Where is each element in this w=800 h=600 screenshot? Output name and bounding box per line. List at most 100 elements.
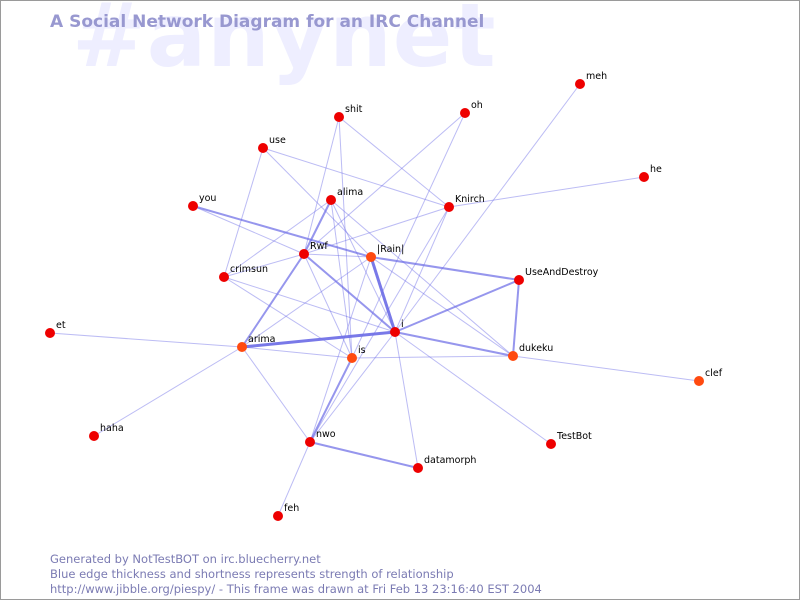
node-label-dukeku: dukeku bbox=[519, 343, 553, 354]
node-nwo: nwo bbox=[305, 429, 336, 447]
node-use: use bbox=[258, 135, 286, 153]
node-i: i bbox=[390, 319, 404, 337]
node-dot-datamorph bbox=[413, 463, 423, 473]
edge-i-dukeku bbox=[394, 331, 514, 357]
node-dot-et bbox=[45, 328, 55, 338]
edge-alima-is bbox=[330, 199, 353, 359]
node-label-TestBot: TestBot bbox=[556, 431, 592, 442]
diagram-title: A Social Network Diagram for an IRC Chan… bbox=[50, 12, 485, 32]
edge-shit-Knirch bbox=[338, 116, 450, 208]
edge-alima-i bbox=[330, 199, 396, 333]
node-label-oh: oh bbox=[471, 100, 483, 111]
node-arima: arima bbox=[237, 334, 275, 352]
node-label-he: he bbox=[650, 164, 662, 175]
edge-i-arima bbox=[241, 330, 396, 349]
edges-layer bbox=[49, 83, 700, 517]
edge-oh-Rwf bbox=[303, 112, 466, 255]
node-dot-he bbox=[639, 172, 649, 182]
edge-alima-dukeku bbox=[330, 199, 514, 357]
edge-is-nwo bbox=[309, 357, 353, 443]
node-label-is: is bbox=[358, 345, 366, 356]
edge-you-Rain bbox=[192, 205, 372, 258]
node-shit: shit bbox=[334, 104, 363, 122]
node-label-you: you bbox=[199, 193, 216, 204]
node-dot-dukeku bbox=[508, 351, 518, 361]
node-label-i: i bbox=[401, 319, 404, 330]
edge-i-nwo bbox=[309, 331, 396, 443]
node-dot-nwo bbox=[305, 437, 315, 447]
node-dot-you bbox=[188, 201, 198, 211]
node-dot-shit bbox=[334, 112, 344, 122]
edge-alima-Rwf bbox=[303, 199, 332, 255]
node-dot-TestBot bbox=[546, 439, 556, 449]
edge-et-arima bbox=[49, 332, 243, 348]
node-dot-UseAndDestroy bbox=[514, 275, 524, 285]
node-dot-i bbox=[390, 327, 400, 337]
node-label-meh: meh bbox=[586, 71, 607, 82]
footer-url-timestamp: http://www.jibble.org/piespy/ - This fra… bbox=[50, 582, 542, 596]
node-dot-use bbox=[258, 143, 268, 153]
node-meh: meh bbox=[575, 71, 607, 89]
edge-nwo-feh bbox=[277, 441, 311, 517]
edge-crimsun-is bbox=[223, 276, 353, 359]
edge-Rain-dukeku bbox=[370, 256, 514, 357]
node-dot-is bbox=[347, 353, 357, 363]
node-label-feh: feh bbox=[284, 503, 299, 514]
node-et: et bbox=[45, 320, 66, 338]
edge-arima-nwo bbox=[241, 346, 311, 443]
edge-oh-is bbox=[351, 112, 466, 359]
node-TestBot: TestBot bbox=[546, 431, 592, 449]
node-he: he bbox=[639, 164, 662, 182]
node-is: is bbox=[347, 345, 366, 363]
edge-Rwf-Rain bbox=[303, 253, 372, 258]
node-label-datamorph: datamorph bbox=[424, 455, 476, 466]
node-label-Rwf: Rwf bbox=[310, 241, 328, 252]
edge-Rain-nwo bbox=[309, 256, 372, 443]
edge-UseAndDestroy-dukeku bbox=[512, 279, 520, 357]
node-haha: haha bbox=[89, 423, 124, 441]
edge-shit-Rwf bbox=[303, 116, 340, 255]
node-dot-alima bbox=[326, 195, 336, 205]
node-Knirch: Knirch bbox=[444, 194, 485, 212]
node-dot-arima bbox=[237, 342, 247, 352]
edge-shit-is bbox=[338, 116, 353, 359]
node-feh: feh bbox=[273, 503, 299, 521]
edge-UseAndDestroy-i bbox=[394, 279, 520, 333]
node-UseAndDestroy: UseAndDestroy bbox=[514, 267, 599, 285]
edge-dukeku-clef bbox=[512, 355, 700, 382]
edge-Knirch-nwo bbox=[309, 206, 450, 443]
edge-Rain-UseAndDestroy bbox=[370, 256, 520, 281]
edge-nwo-datamorph bbox=[309, 441, 419, 469]
edge-arima-is bbox=[241, 346, 353, 359]
edge-Rwf-arima bbox=[241, 253, 305, 348]
channel-watermark: #anynet bbox=[72, 0, 497, 87]
node-Rain: |Rain| bbox=[366, 244, 404, 262]
edge-Knirch-Rwf bbox=[303, 206, 450, 255]
node-label-nwo: nwo bbox=[316, 429, 336, 440]
node-crimsun: crimsun bbox=[219, 264, 268, 282]
node-dot-meh bbox=[575, 79, 585, 89]
edge-Rwf-crimsun bbox=[223, 253, 305, 278]
edge-crimsun-i bbox=[223, 276, 396, 333]
edge-i-datamorph bbox=[394, 331, 419, 469]
node-label-Knirch: Knirch bbox=[455, 194, 485, 205]
node-dot-oh bbox=[460, 108, 470, 118]
node-dot-Rwf bbox=[299, 249, 309, 259]
node-dot-Rain bbox=[366, 252, 376, 262]
node-label-alima: alima bbox=[337, 187, 363, 198]
edge-i-TestBot bbox=[394, 331, 552, 445]
node-label-arima: arima bbox=[248, 334, 275, 345]
node-label-clef: clef bbox=[705, 368, 723, 379]
node-label-UseAndDestroy: UseAndDestroy bbox=[525, 267, 599, 278]
node-you: you bbox=[188, 193, 216, 211]
edge-he-Knirch bbox=[448, 176, 645, 208]
node-dot-clef bbox=[694, 376, 704, 386]
edge-Rain-i bbox=[369, 256, 397, 333]
footer-legend-note: Blue edge thickness and shortness repres… bbox=[50, 567, 454, 581]
edge-arima-haha bbox=[93, 346, 243, 437]
edge-Rain-arima bbox=[241, 256, 372, 348]
node-label-et: et bbox=[56, 320, 66, 331]
edge-Rwf-i bbox=[303, 253, 396, 333]
